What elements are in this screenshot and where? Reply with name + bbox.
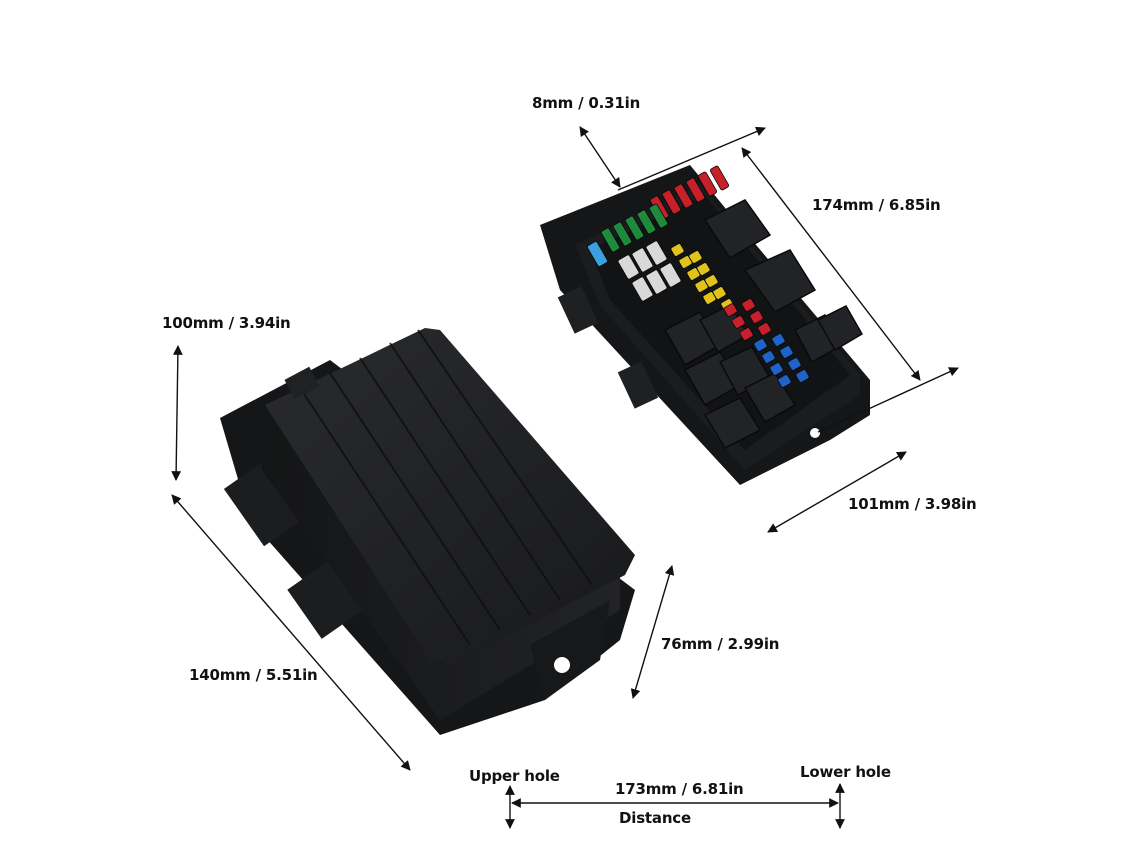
fuse (661, 189, 682, 215)
box-width-label: 101mm / 3.98in (848, 495, 977, 513)
box-height-label: 76mm / 2.99in (661, 635, 780, 653)
length-arrow (741, 147, 921, 381)
lower-mount-hole (554, 657, 570, 673)
lower-hole-label: Lower hole (800, 763, 891, 781)
fuse (670, 243, 685, 257)
fuse (659, 262, 682, 288)
fuse (645, 240, 668, 266)
fuse (600, 227, 621, 253)
fuse (704, 274, 719, 288)
fuse (648, 203, 669, 229)
width-arrow (767, 451, 907, 533)
fuse (696, 262, 711, 276)
hole-distance-label: 173mm / 6.81in (615, 780, 744, 798)
lid-top (265, 328, 635, 665)
fuse (631, 276, 654, 302)
fuse (673, 183, 694, 209)
cover-height-label: 100mm / 3.94in (162, 314, 291, 332)
fuse (723, 303, 738, 317)
box-height-arrow (630, 565, 675, 699)
cover-length-label: 140mm / 5.51in (189, 666, 318, 684)
cover-length-arrow (171, 494, 411, 771)
dimension-lines (171, 126, 959, 829)
fuse (624, 215, 645, 241)
fuse (636, 209, 657, 235)
box-length-label: 174mm / 6.85in (812, 196, 941, 214)
closed-fuse-box (220, 328, 635, 735)
fuse (631, 247, 654, 273)
fuse (587, 241, 608, 267)
screw-hole-arrow (579, 126, 621, 188)
fuse (612, 221, 633, 247)
cover-height-arrow (171, 345, 183, 481)
fuse (685, 177, 706, 203)
fuse (709, 165, 730, 191)
fuse (697, 171, 718, 197)
fuse (617, 254, 640, 280)
distance-label: Distance (619, 809, 691, 827)
screw-hole-label: 8mm / 0.31in (532, 94, 641, 112)
fuse (712, 286, 727, 300)
upper-hole-label: Upper hole (469, 767, 560, 785)
fuse (645, 269, 668, 295)
fuse (688, 250, 703, 264)
